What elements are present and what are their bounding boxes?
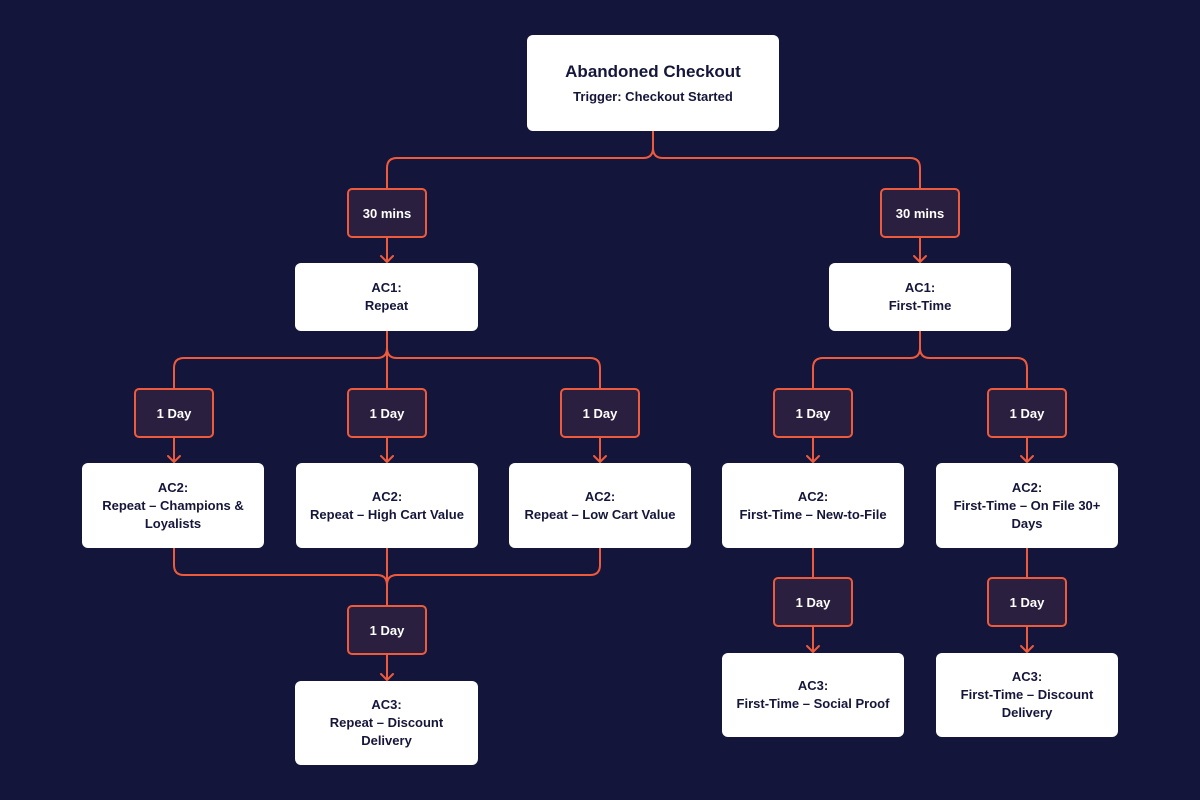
ac2-repeat-low-cart-node: AC2: Repeat – Low Cart Value xyxy=(509,463,691,548)
delay-repeat-high-1-day: 1 Day xyxy=(347,388,427,438)
ac1-first-time-name: First-Time xyxy=(888,298,952,313)
delay-first-onfile-1-day: 1 Day xyxy=(987,388,1067,438)
ac2-on-file-line2: Days xyxy=(1011,515,1043,531)
arrow-ac2-1 xyxy=(167,455,181,463)
delay-repeat-merge-1-day: 1 Day xyxy=(347,605,427,655)
ac2-new-to-file-name: First-Time – New-to-File xyxy=(739,506,887,522)
ac3-repeat-line2: Delivery xyxy=(361,733,412,748)
connector-first-split xyxy=(812,331,1028,388)
ac2-repeat-high-cart-node: AC2: Repeat – High Cart Value xyxy=(296,463,478,548)
arrow-ac2-3 xyxy=(593,455,607,463)
delay-first-new-1-day: 1 Day xyxy=(773,388,853,438)
ac3-first-social-proof-node: AC3: First-Time – Social Proof xyxy=(722,653,904,737)
connector-repeat-split xyxy=(173,331,601,388)
ac3-first-discount-label: AC3: xyxy=(1011,669,1043,684)
ac2-on-file-label: AC2: xyxy=(1011,479,1043,495)
connector-repeat-merge xyxy=(173,548,601,605)
arrow-left-ac1 xyxy=(380,255,394,263)
delay-right-30-mins: 30 mins xyxy=(880,188,960,238)
ac3-repeat-discount-node: AC3: Repeat – Discount Delivery xyxy=(295,681,478,765)
ac1-repeat-label: AC1: xyxy=(371,280,402,295)
arrow-ac2-2 xyxy=(380,455,394,463)
ac2-on-file-line1: First-Time – On File 30+ xyxy=(953,497,1101,513)
delay-repeat-low-1-day: 1 Day xyxy=(560,388,640,438)
delay-first-onfile-ac3-1-day: 1 Day xyxy=(987,577,1067,627)
ac2-champions-line1: Repeat – Champions & xyxy=(102,497,244,513)
arrow-repeat-ac3 xyxy=(380,673,394,681)
ac2-low-cart-label: AC2: xyxy=(584,488,616,504)
ac2-high-cart-label: AC2: xyxy=(371,488,403,504)
connector-root-split xyxy=(386,131,921,188)
arrow-new-ac3 xyxy=(806,645,820,653)
ac2-first-on-file-node: AC2: First-Time – On File 30+ Days xyxy=(936,463,1118,548)
arrow-ac2-4 xyxy=(806,455,820,463)
root-trigger: Trigger: Checkout Started xyxy=(573,89,733,104)
ac3-repeat-label: AC3: xyxy=(371,697,402,712)
ac3-first-discount-line1: First-Time – Discount xyxy=(960,687,1094,702)
ac3-first-discount-node: AC3: First-Time – Discount Delivery xyxy=(936,653,1118,737)
ac1-first-time-label: AC1: xyxy=(904,280,936,295)
delay-left-30-mins: 30 mins xyxy=(347,188,427,238)
delay-repeat-champions-1-day: 1 Day xyxy=(134,388,214,438)
arrow-onfile-ac3 xyxy=(1020,645,1034,653)
root-node-abandoned-checkout: Abandoned Checkout Trigger: Checkout Sta… xyxy=(527,35,779,131)
root-title: Abandoned Checkout xyxy=(565,62,741,81)
ac1-repeat-name: Repeat xyxy=(364,298,409,313)
ac3-repeat-line1: Repeat – Discount xyxy=(329,715,444,730)
ac2-repeat-champions-node: AC2: Repeat – Champions & Loyalists xyxy=(82,463,264,548)
ac3-first-discount-line2: Delivery xyxy=(1001,705,1053,720)
ac3-social-proof-name: First-Time – Social Proof xyxy=(736,696,890,711)
ac2-champions-label: AC2: xyxy=(157,479,189,495)
ac3-social-proof-label: AC3: xyxy=(797,678,829,693)
ac2-champions-line2: Loyalists xyxy=(144,515,202,531)
ac2-new-to-file-label: AC2: xyxy=(797,488,829,504)
ac1-first-time-node: AC1: First-Time xyxy=(829,263,1011,331)
delay-first-new-ac3-1-day: 1 Day xyxy=(773,577,853,627)
arrow-ac2-5 xyxy=(1020,455,1034,463)
ac1-repeat-node: AC1: Repeat xyxy=(295,263,478,331)
ac2-high-cart-name: Repeat – High Cart Value xyxy=(310,506,464,522)
ac2-first-new-to-file-node: AC2: First-Time – New-to-File xyxy=(722,463,904,548)
ac2-low-cart-name: Repeat – Low Cart Value xyxy=(524,506,676,522)
arrow-right-ac1 xyxy=(913,255,927,263)
